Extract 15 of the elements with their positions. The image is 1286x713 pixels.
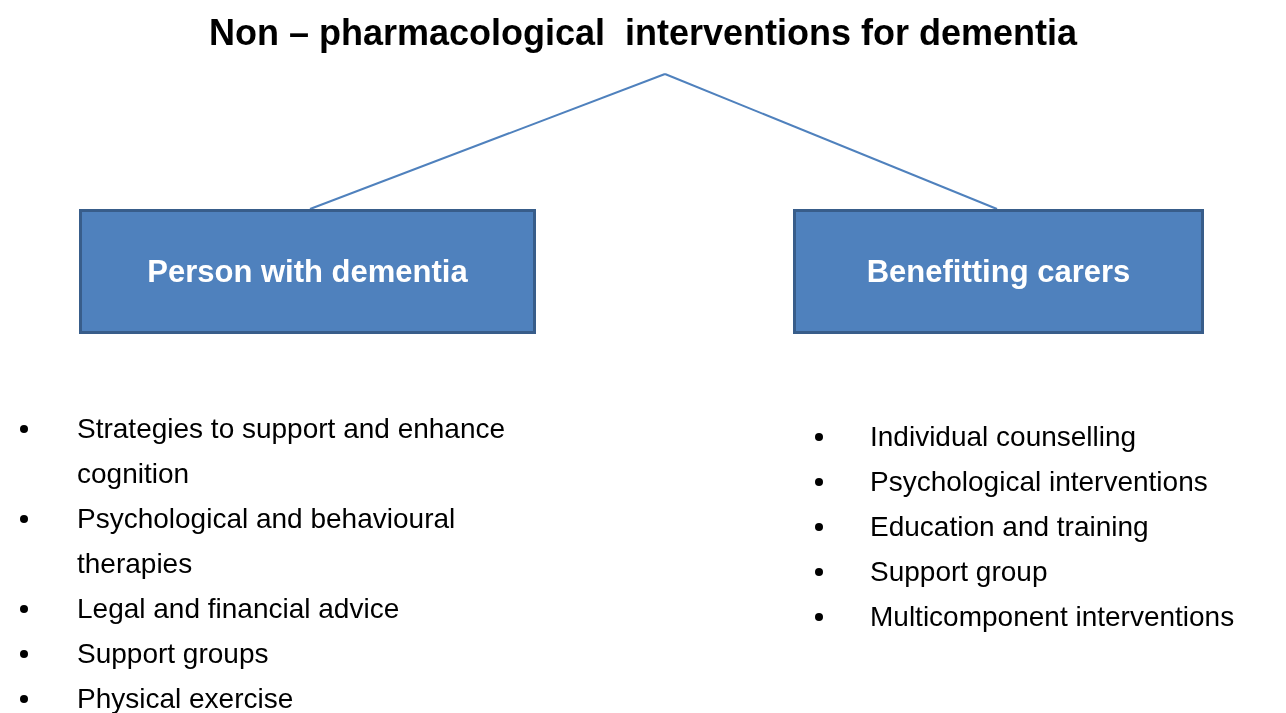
connector-line (664, 73, 998, 210)
connector-line (309, 73, 666, 210)
list-item-text: Psychological and behavioural therapies (77, 502, 457, 581)
list-item-text: Individual counselling (870, 420, 1137, 454)
list-item-text: Education and training (870, 510, 1149, 544)
list-item-text: Support group (870, 555, 1048, 589)
category-box: Person with dementia (79, 209, 536, 334)
list-item-text: Strategies to support and enhance cognition (77, 412, 507, 491)
category-box: Benefitting carers (793, 209, 1204, 334)
diagram-title: Non – pharmacological interventions for dementia (130, 12, 1156, 74)
list-item-text: Legal and financial advice (77, 592, 400, 626)
list-item-text: Support groups (77, 637, 269, 671)
list-item-text: Psychological interventions (870, 465, 1208, 499)
list-item-text: Multicomponent interventions (870, 600, 1235, 634)
list-item-text: Physical exercise (77, 682, 294, 713)
